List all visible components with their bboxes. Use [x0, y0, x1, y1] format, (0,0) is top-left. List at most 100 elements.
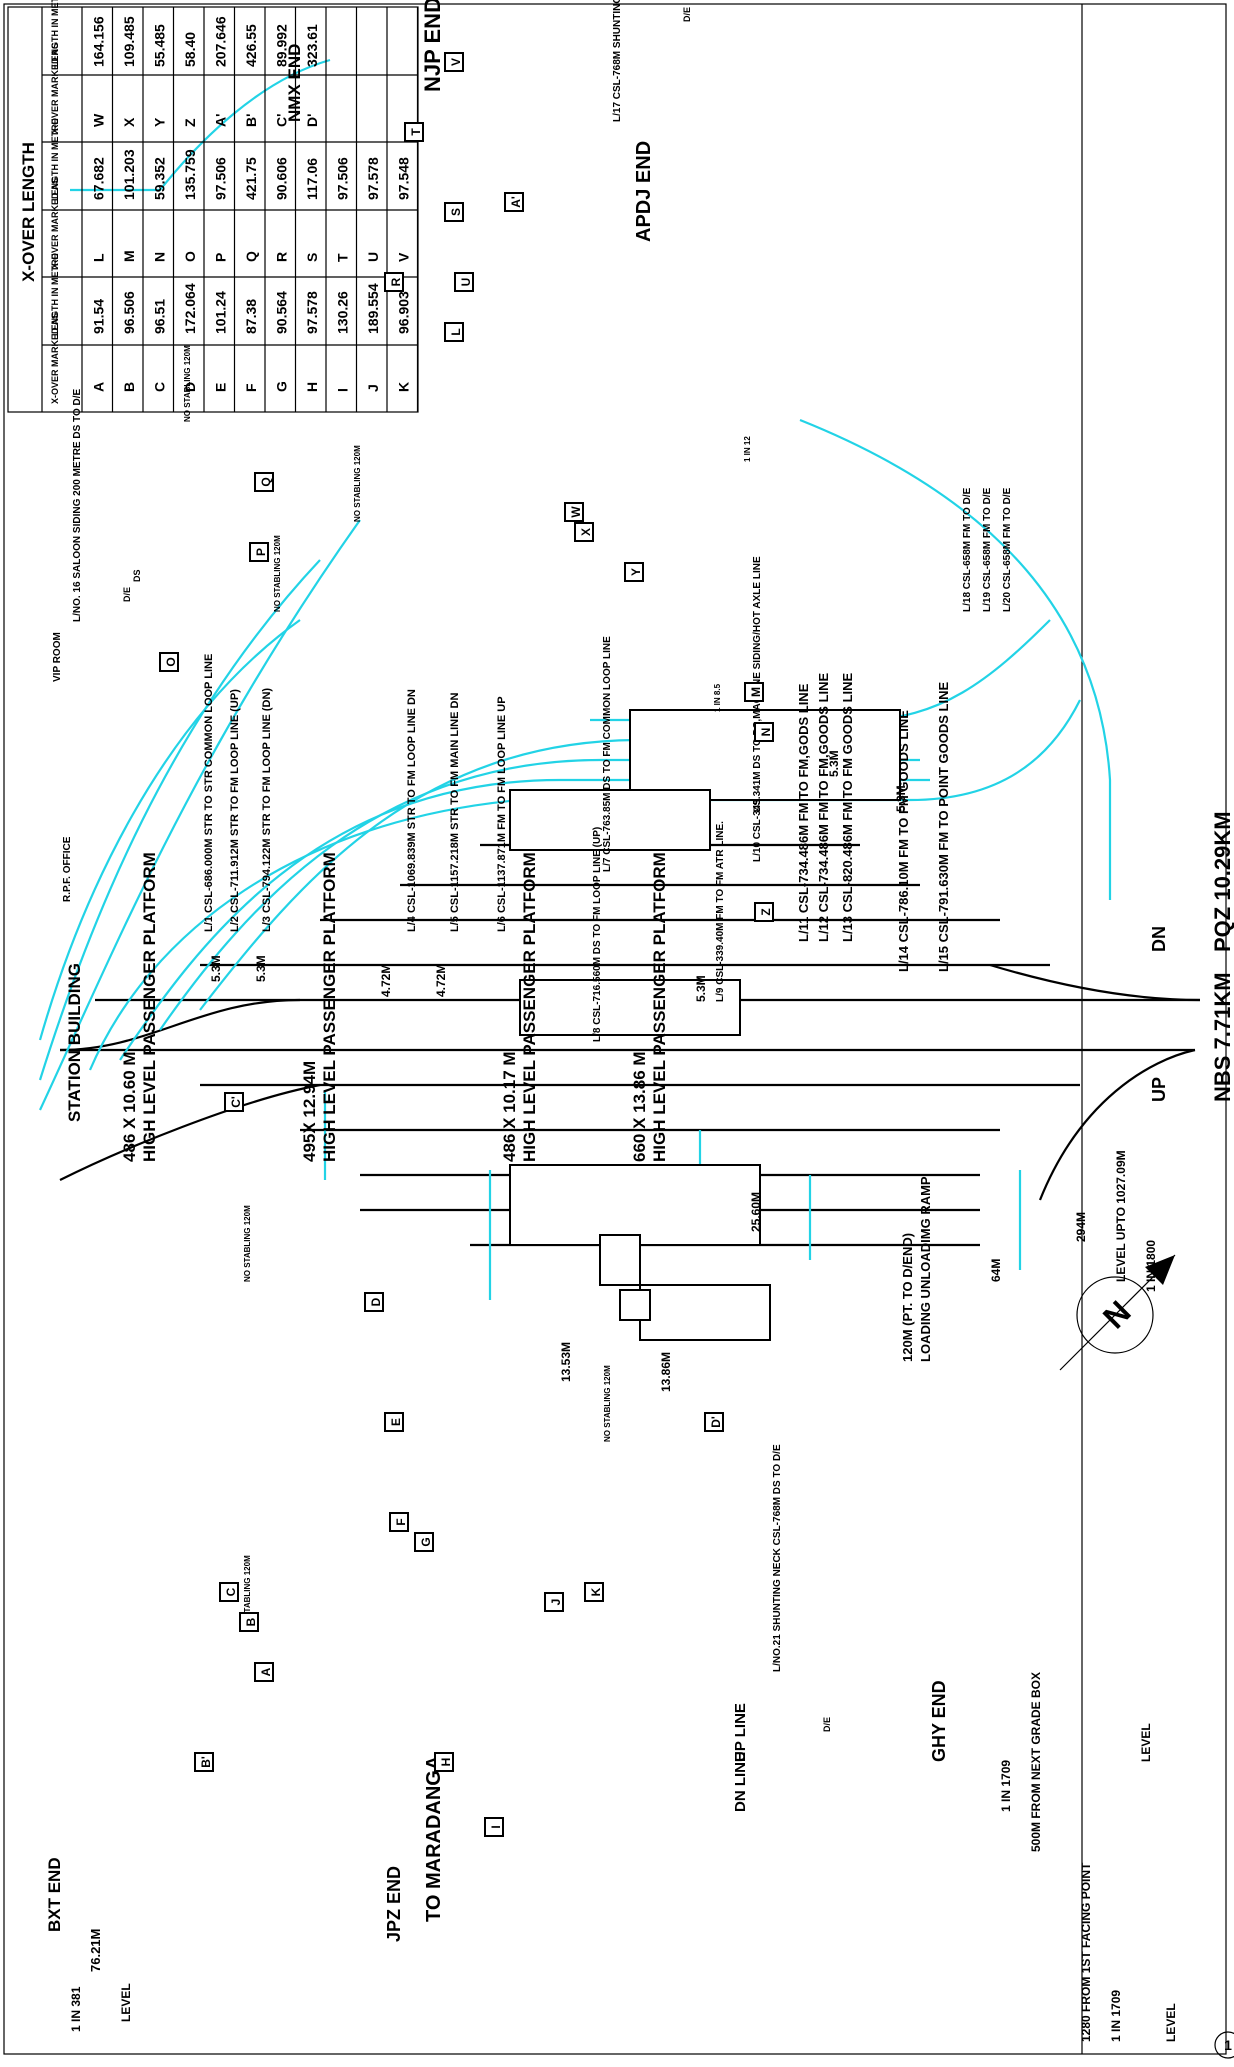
caption-l19: L/19 CSL-658M FM TO D/E — [982, 487, 993, 612]
crossover-marker-box — [434, 1752, 454, 1772]
siding-l16 — [70, 58, 331, 192]
note-de-c: D/E — [822, 1717, 832, 1732]
label-nbs: NBS 7.71KM — [1210, 972, 1234, 1102]
crossover-marker-box — [444, 202, 464, 222]
xover-table-cell: P — [213, 253, 229, 262]
xover-table-cell: A — [91, 382, 107, 392]
xover-header-4: LENGTH IN METRE — [50, 119, 60, 202]
xover-table-cell: H — [304, 382, 320, 392]
crossover-marker-label: Y — [629, 568, 643, 576]
xover-table-cell: T — [335, 253, 351, 262]
crossover-marker-box — [159, 652, 179, 672]
label-up: UP — [1149, 1077, 1169, 1102]
xover-table-cell: O — [182, 251, 198, 262]
crossover-marker-label: C — [224, 1587, 238, 1596]
xover-table-cell: E — [213, 383, 229, 392]
xover-table-cell: B' — [243, 114, 259, 127]
xover-table-cell: M — [121, 250, 137, 262]
platform-3-size: 486 X 10.17 M — [500, 1051, 519, 1162]
crossover-marker-box — [364, 1292, 384, 1312]
vip-room-label: VIP ROOM — [52, 632, 63, 682]
xover-table-cell: 91.54 — [91, 299, 107, 334]
crossover-marker-box — [624, 562, 644, 582]
xover-table-cell: 96.903 — [396, 291, 412, 334]
crossover-marker-label: T — [409, 128, 423, 136]
xover-table-cell: 55.485 — [152, 24, 168, 67]
crossover-marker-label: N — [759, 728, 773, 737]
rpf-office-label: R.P.F. OFFICE — [62, 836, 73, 902]
xover-table-cell: Y — [152, 117, 168, 127]
platform-4-size: 660 X 13.86 M — [630, 1051, 649, 1162]
label-njp-end: NJP END — [420, 0, 445, 92]
label-7621m: 76.21M — [88, 1929, 103, 1972]
caption-ramp-2: 120M (PT. TO D/END) — [900, 1233, 915, 1362]
xover-table-cell: I — [335, 388, 351, 392]
crossover-marker-label: D' — [709, 1416, 723, 1428]
label-472m-b: 4.72M — [434, 964, 448, 997]
xover-table-cell: A' — [213, 114, 229, 127]
xover-table-cell: J — [365, 384, 381, 392]
north-arrow-circle — [1076, 1276, 1154, 1354]
xover-header-5: X-OVER MARKED AS — [50, 43, 60, 134]
gradient-level-upto: LEVEL UPTO 1027.09M — [1114, 1150, 1128, 1282]
caption-ramp: LOADING UNLOADIMG RAMP — [918, 1176, 933, 1362]
xover-table-cell: 189.554 — [365, 283, 381, 334]
crossover-marker-box — [194, 1752, 214, 1772]
xover-table-cell: 426.55 — [243, 24, 259, 67]
caption-l2: L/2 CSL-711.912M STR TO FM LOOP LINE (UP… — [229, 689, 241, 932]
rotated-label-layer: X-OVER LENGTH X-OVER MARKED AS LENGTH IN… — [7, 0, 1234, 2042]
xover-table-cell: 90.564 — [274, 291, 290, 334]
xover-table-title: X-OVER LENGTH — [19, 142, 38, 282]
xover-table-cell: 109.485 — [121, 16, 137, 67]
njp-end-curve — [59, 998, 301, 1052]
xover-table-cell: 130.26 — [335, 291, 351, 334]
xover-table-cell: 87.38 — [243, 299, 259, 334]
caption-l10: L/10 CSL-345.341M DS TO DS,MACHINE SIDIN… — [752, 556, 763, 862]
crossover-marker-label: C' — [229, 1096, 243, 1108]
jpz-branch-curve — [1038, 1048, 1196, 1201]
gradient-1in1709-a: 1 IN 1709 — [999, 1760, 1013, 1812]
xover-table-cell: D' — [304, 114, 320, 127]
note-turnout-b: 1 IN 8.5 — [713, 683, 722, 712]
note-no-stabling-a: NO STABLING 120M — [183, 345, 192, 422]
crossover-marker-box — [574, 522, 594, 542]
crossover-marker-label: F — [394, 1518, 408, 1525]
caption-l13: L/13 CSL-820.486M FM TO FM GOODS LINE — [840, 672, 855, 942]
platform-2-size: 495X 12.94M — [300, 1061, 319, 1162]
crossover-marker-box — [384, 1412, 404, 1432]
nmx-branch-curve — [59, 1083, 321, 1181]
note-no-stabling-d: NO STABLING 120M — [243, 1205, 252, 1282]
xover-table-cell: 97.548 — [396, 157, 412, 200]
cyan-sidings — [38, 58, 1112, 1300]
xover-table-cell: 97.578 — [365, 157, 381, 200]
caption-l15: L/15 CSL-791.630M FM TO POINT GOODS LINE — [936, 682, 951, 972]
platform-1-size: 486 X 10.60 M — [120, 1051, 139, 1162]
crossover-marker-label: B — [244, 1617, 258, 1626]
crossover-marker-label: A — [259, 1667, 273, 1676]
caption-l1: L/1 CSL-686.000M STR TO STR COMMON LOOP … — [203, 654, 215, 932]
caption-l14: L/14 CSL-786.10M FM TO FM GOODS LINE — [896, 710, 911, 972]
platform-3-name: HIGH LEVEL PASSENGER PLATFORM — [520, 852, 539, 1162]
crossover-marker-label: X — [579, 528, 593, 536]
xover-header-2: LENGTH IN METRE — [50, 254, 60, 337]
xover-table: X-OVER LENGTH X-OVER MARKED AS LENGTH IN… — [7, 0, 419, 413]
platform-1-name: HIGH LEVEL PASSENGER PLATFORM — [140, 852, 159, 1162]
shunting-neck-l21 — [799, 418, 1112, 900]
xover-table-cell: G — [274, 381, 290, 392]
vip-room — [619, 1289, 651, 1321]
crossover-marker-label: S — [449, 208, 463, 216]
xover-table-cell: 172.064 — [182, 283, 198, 334]
crossover-marker-box — [444, 322, 464, 342]
note-de-b: D/E — [682, 7, 692, 22]
label-apdj-end: APDJ END — [633, 141, 655, 242]
caption-l12: L/12 CSL-734.486M FM TO FM,GOODS LINE — [816, 672, 831, 942]
platform-2-name: HIGH LEVEL PASSENGER PLATFORM — [320, 852, 339, 1162]
xover-table-cell: 117.06 — [304, 158, 320, 200]
crossover-marker-box — [484, 1817, 504, 1837]
xover-table-cell: 90.606 — [274, 157, 290, 200]
siding-l20 — [38, 619, 301, 1041]
crossover-marker-label: W — [569, 506, 583, 518]
label-1353m: 13.53M — [559, 1342, 573, 1382]
